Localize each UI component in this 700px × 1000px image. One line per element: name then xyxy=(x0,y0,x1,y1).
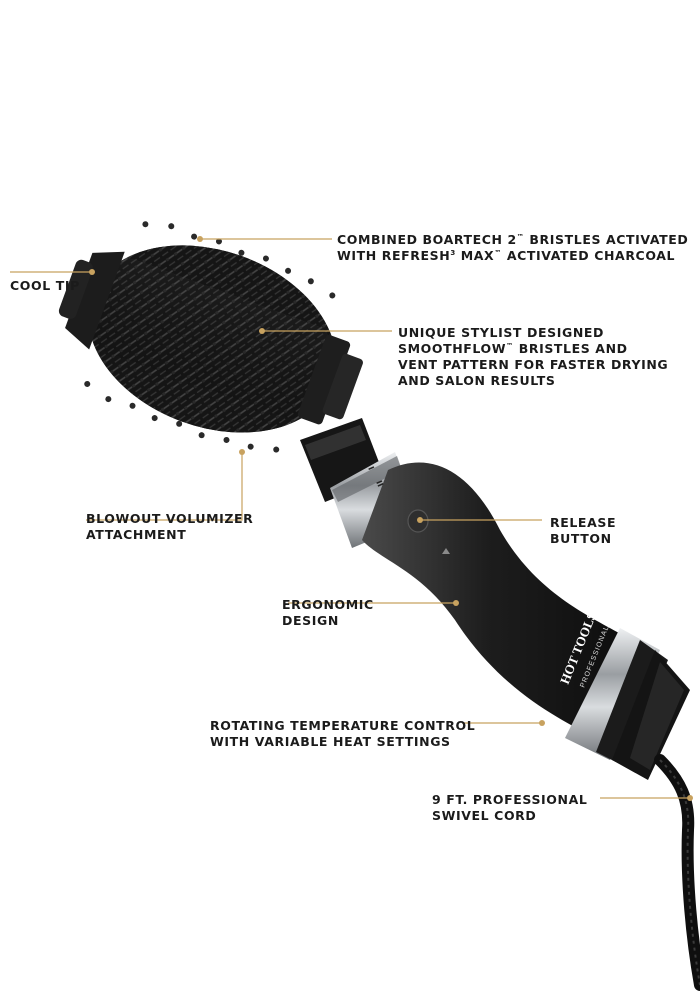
callout-bristles-line-1: COMBINED BOARTECH 2™ BRISTLES ACTIVATED xyxy=(337,232,689,247)
callout-volumizer: BLOWOUT VOLUMIZER ATTACHMENT xyxy=(86,511,254,542)
leader-dot-volumizer xyxy=(239,449,245,455)
ring-mark-1: I xyxy=(366,465,375,472)
leader-dot-cord xyxy=(687,795,693,801)
callout-release: RELEASE BUTTON xyxy=(550,515,617,546)
leader-dot-smoothflow xyxy=(259,328,265,334)
dryer-body xyxy=(300,418,700,991)
leader-dot-ergonomic xyxy=(453,600,459,606)
callout-bristles-line-2: WITH REFRESH3 MAX™ ACTIVATED CHARCOAL xyxy=(337,248,676,263)
leader-dots xyxy=(89,236,693,801)
callout-cord: 9 FT. PROFESSIONAL SWIVEL CORD xyxy=(432,792,588,823)
leader-dot-release xyxy=(417,517,423,523)
leader-lines xyxy=(10,238,690,799)
ring-mark-2: II xyxy=(374,479,385,488)
leader-dot-bristles xyxy=(197,236,203,242)
volumizer-attachment xyxy=(58,221,363,453)
leader-dot-temperature xyxy=(539,720,545,726)
callout-smoothflow: UNIQUE STYLIST DESIGNED SMOOTHFLOW™ BRIS… xyxy=(398,325,669,388)
callout-cool-tip: COOL TIP xyxy=(10,278,80,293)
callout-bristles: COMBINED BOARTECH 2™ BRISTLES ACTIVATED … xyxy=(337,232,688,264)
leader-volumizer xyxy=(86,452,243,521)
callout-temperature: ROTATING TEMPERATURE CONTROL WITH VARIAB… xyxy=(210,718,476,749)
callout-ergonomic: ERGONOMIC DESIGN xyxy=(282,597,374,628)
leader-dot-cool-tip xyxy=(89,269,95,275)
